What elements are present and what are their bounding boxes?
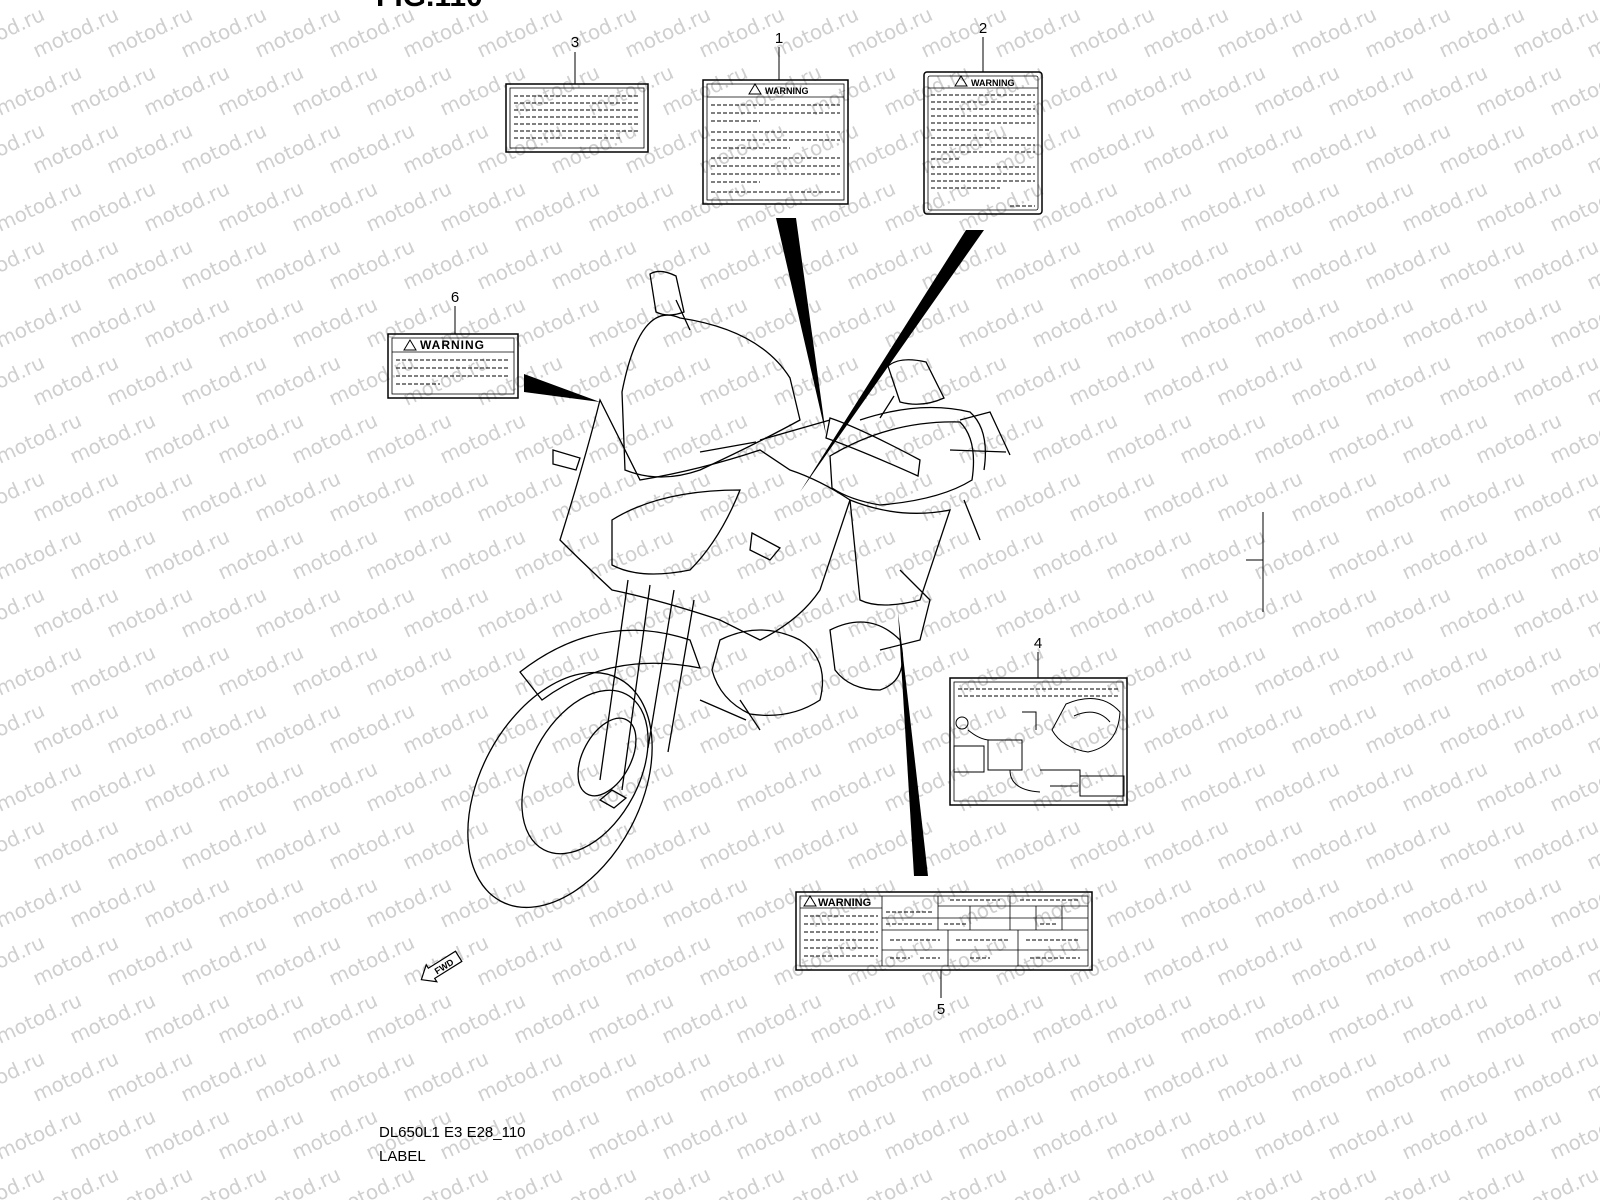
label-part-5[interactable]: WARNING xyxy=(795,891,1093,971)
callout-2: 2 xyxy=(979,20,987,37)
label-part-4[interactable] xyxy=(949,677,1128,806)
label-4-wiring-diagram xyxy=(953,698,1125,797)
warning-triangle-icon xyxy=(748,83,762,95)
forward-direction-arrow: FWD xyxy=(420,950,463,983)
motorcycle-drawing xyxy=(467,270,1011,909)
label-2-text-lines xyxy=(931,94,1035,207)
callout-5: 5 xyxy=(937,1001,945,1018)
callout-1: 1 xyxy=(775,30,783,47)
label-part-3[interactable] xyxy=(505,83,649,153)
watermark-text: motod.ru xyxy=(1509,814,1600,875)
label-1-text-lines xyxy=(711,104,840,193)
pointer-label-6 xyxy=(524,374,600,402)
callout-6: 6 xyxy=(451,289,459,306)
watermark-text: motod.ru xyxy=(1509,466,1600,527)
watermark-text: motod.ru xyxy=(1509,350,1600,411)
label-part-2[interactable]: WARNING xyxy=(923,71,1043,215)
warning-triangle-icon xyxy=(403,339,417,351)
watermark-text: motod.ru xyxy=(1509,118,1600,179)
pointer-label-1 xyxy=(776,218,826,435)
pointer-label-5 xyxy=(898,612,928,876)
watermark-text: motod.ru xyxy=(1509,2,1600,63)
label-5-table xyxy=(882,896,1088,966)
label-5-text-lines xyxy=(804,915,878,957)
margin-marks xyxy=(1246,512,1264,612)
watermark-text: motod.ru xyxy=(1509,582,1600,643)
warning-triangle-icon xyxy=(803,895,817,907)
watermark-text: motod.ru xyxy=(1509,234,1600,295)
warning-triangle-icon xyxy=(954,75,968,87)
label-6-warning-text: WARNING xyxy=(420,338,485,352)
pointer-label-2 xyxy=(800,230,984,492)
pointer-wedges xyxy=(524,218,984,876)
callout-4: 4 xyxy=(1034,635,1042,652)
callout-3: 3 xyxy=(571,34,579,51)
label-name-caption: LABEL xyxy=(379,1148,426,1165)
watermark-text: motod.ru xyxy=(1509,930,1600,991)
label-part-6[interactable]: WARNING xyxy=(387,333,519,399)
label-1-warning-text: WARNING xyxy=(765,86,809,96)
label-part-1[interactable]: WARNING xyxy=(702,79,849,205)
figure-title: FIG.110 xyxy=(376,0,483,13)
label-2-warning-text: WARNING xyxy=(971,78,1015,88)
model-code-caption: DL650L1 E3 E28_110 xyxy=(379,1124,526,1141)
watermark-text: motod.ru xyxy=(0,0,85,5)
watermark-text: motod.ru xyxy=(1509,698,1600,759)
watermark-text: motod.ru xyxy=(1509,1046,1600,1107)
label-3-text-lines xyxy=(514,95,640,139)
label-6-text-lines xyxy=(396,359,510,385)
label-5-warning-text: WARNING xyxy=(818,897,871,909)
label-4-text-lines xyxy=(958,688,1120,697)
